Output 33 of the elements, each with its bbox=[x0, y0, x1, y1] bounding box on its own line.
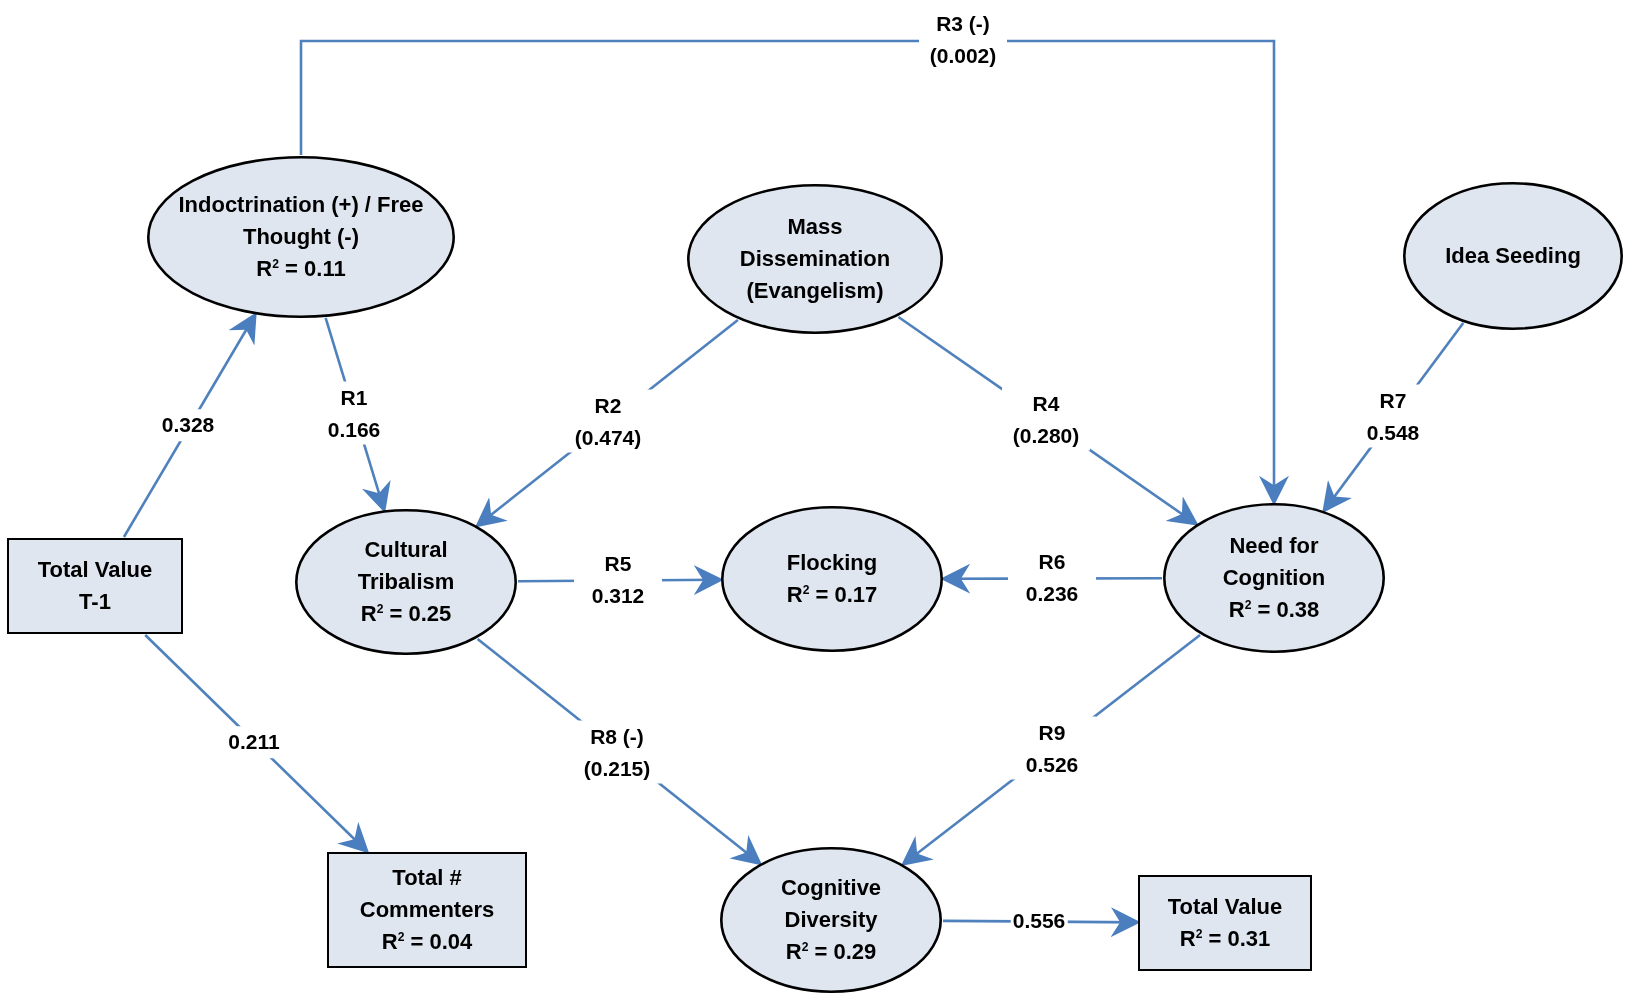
node-label: Cultural Tribalism bbox=[356, 536, 456, 597]
latent-variable-ellipse bbox=[687, 184, 943, 334]
latent-variable-ellipse bbox=[720, 847, 942, 993]
latent-variable-ellipse bbox=[1403, 182, 1623, 330]
node-label: Total # Commenters bbox=[358, 864, 496, 925]
node-label: Idea Seeding bbox=[1445, 242, 1581, 271]
node-label: R$^{2}$ = 0.11 bbox=[256, 254, 346, 283]
edge-label: R2 (0.474) bbox=[564, 389, 652, 453]
edge-label: 0.328 bbox=[159, 409, 217, 441]
node-label: Mass Dissemination (Evangelism) bbox=[738, 213, 892, 305]
node-label: T-1 bbox=[79, 588, 111, 616]
observed-variable-box bbox=[1138, 875, 1312, 971]
node-label: Need for Cognition bbox=[1221, 532, 1327, 593]
latent-variable-ellipse bbox=[147, 156, 455, 318]
node-label: Cognitive Diversity bbox=[779, 874, 883, 935]
latent-variable-ellipse bbox=[1163, 503, 1385, 653]
latent-variable-ellipse bbox=[721, 506, 943, 652]
edge-label: 0.211 bbox=[226, 726, 282, 758]
node-label: Total Value bbox=[1167, 893, 1283, 922]
node-label: Indoctrination (+) / Free Thought (-) bbox=[177, 191, 425, 252]
edge-label: R9 0.526 bbox=[1008, 716, 1096, 780]
node-label: R$^{2}$ = 0.04 bbox=[381, 927, 473, 956]
node-label: R$^{2}$ = 0.38 bbox=[1228, 595, 1320, 624]
node-label: R$^{2}$ = 0.25 bbox=[360, 599, 452, 628]
observed-variable-box bbox=[327, 852, 527, 968]
edge-label: R4 (0.280) bbox=[1002, 387, 1090, 451]
node-label: R$^{2}$ = 0.31 bbox=[1179, 925, 1271, 953]
node-label: Total Value bbox=[37, 556, 153, 585]
node-label: Flocking bbox=[786, 549, 878, 578]
node-label: R$^{2}$ = 0.17 bbox=[786, 581, 878, 609]
observed-variable-box bbox=[7, 538, 183, 634]
latent-variable-ellipse bbox=[295, 509, 517, 655]
node-label: R$^{2}$ = 0.29 bbox=[785, 937, 877, 966]
